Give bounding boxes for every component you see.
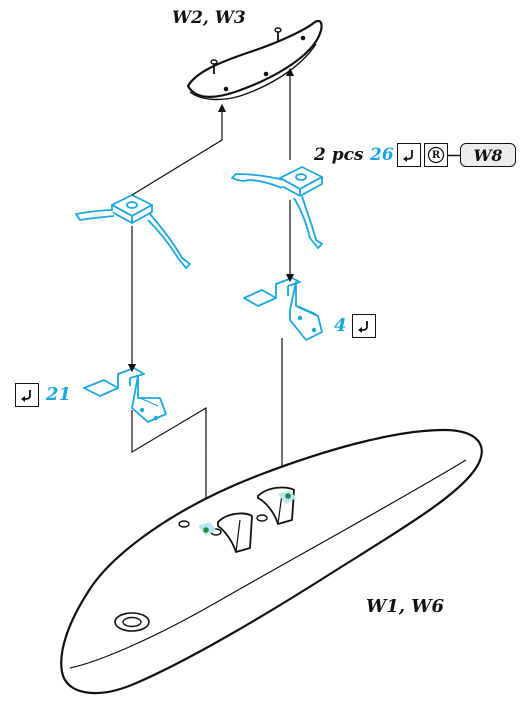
label-part-4: 4: [334, 315, 347, 336]
label-part-21: 21: [46, 384, 72, 405]
ref-connector: [448, 154, 460, 157]
bracket-21: [83, 367, 167, 423]
label-top-part: W2, W3: [172, 8, 246, 28]
glue-icon: [15, 383, 39, 407]
ref-r-letter: R: [431, 149, 441, 161]
strut-26: [231, 166, 323, 249]
top-part-w2-w3: [186, 19, 323, 101]
bracket-4: [243, 277, 323, 341]
glue-icon: [397, 143, 421, 167]
ref-part-w8: W8: [460, 143, 516, 167]
guide-lines: [127, 67, 295, 517]
ref-r-icon: R: [424, 143, 448, 167]
base-w1-w6: [60, 428, 483, 695]
glue-icon: [352, 314, 376, 338]
label-bottom-part: W1, W6: [366, 596, 445, 617]
strut-left: [75, 194, 191, 269]
label-quantity: 2 pcs: [314, 145, 364, 165]
label-part-26: 26: [370, 145, 394, 165]
